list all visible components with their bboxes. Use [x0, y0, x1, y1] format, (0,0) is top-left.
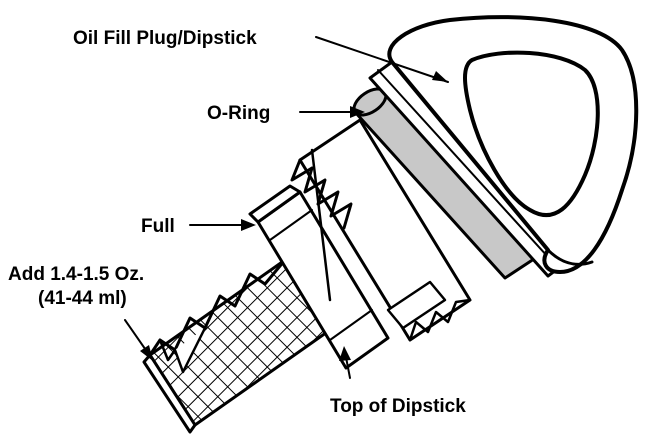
- label-oil-fill-plug: Oil Fill Plug/Dipstick: [73, 28, 257, 49]
- arrowhead-o-ring: [350, 106, 365, 118]
- dipstick-blade: [142, 258, 332, 434]
- leader-oil-fill-plug: [315, 36, 449, 83]
- label-full: Full: [141, 216, 175, 237]
- label-add-metric: (41-44 ml): [38, 288, 127, 309]
- dipstick-full-collar: [248, 184, 390, 370]
- label-add-amount: Add 1.4-1.5 Oz.: [8, 264, 144, 285]
- label-top-of-dipstick: Top of Dipstick: [330, 396, 466, 417]
- threaded-body: [290, 118, 472, 342]
- o-ring: [352, 87, 542, 280]
- label-o-ring: O-Ring: [207, 103, 270, 124]
- cap-handle: [387, 15, 639, 274]
- arrowhead-full: [241, 219, 256, 231]
- leader-lines: [124, 36, 449, 379]
- arrowhead-oil-fill-plug: [432, 71, 448, 82]
- arrowhead-top-of-dipstick: [339, 346, 351, 361]
- arrowhead-add: [140, 345, 153, 361]
